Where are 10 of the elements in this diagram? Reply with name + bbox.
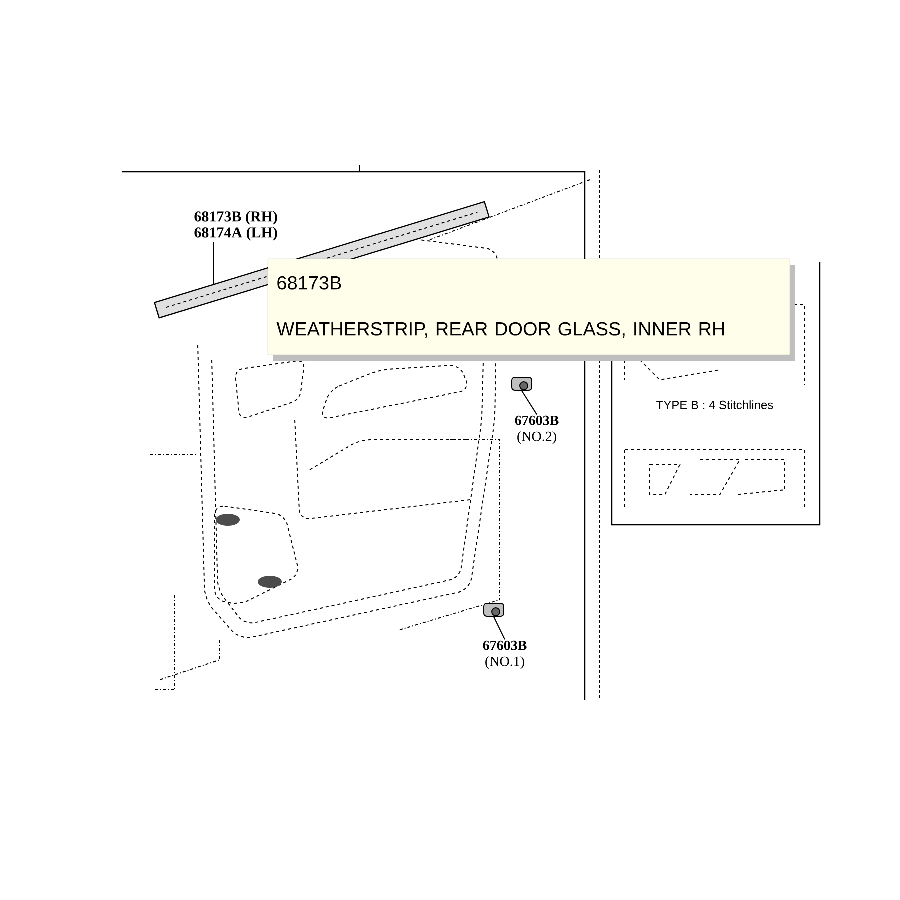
part-number-label: 67603B (NO.1): [483, 640, 527, 670]
leader-line: [522, 390, 538, 415]
note-text: TYPE B : 4 Stitchlines: [656, 400, 774, 410]
leader-line: [494, 616, 506, 640]
part-number-label: 68173B (RH) 68174A (LH): [194, 211, 278, 241]
leader-line: [213, 242, 214, 284]
clip-drawing: [484, 603, 504, 617]
part-number-label: 67603B (NO.2): [515, 416, 559, 444]
tooltip-box: 68173B WEATHERSTRIP, REAR DOOR GLASS, INNER RH: [268, 259, 790, 356]
clip-drawing: [512, 377, 532, 391]
